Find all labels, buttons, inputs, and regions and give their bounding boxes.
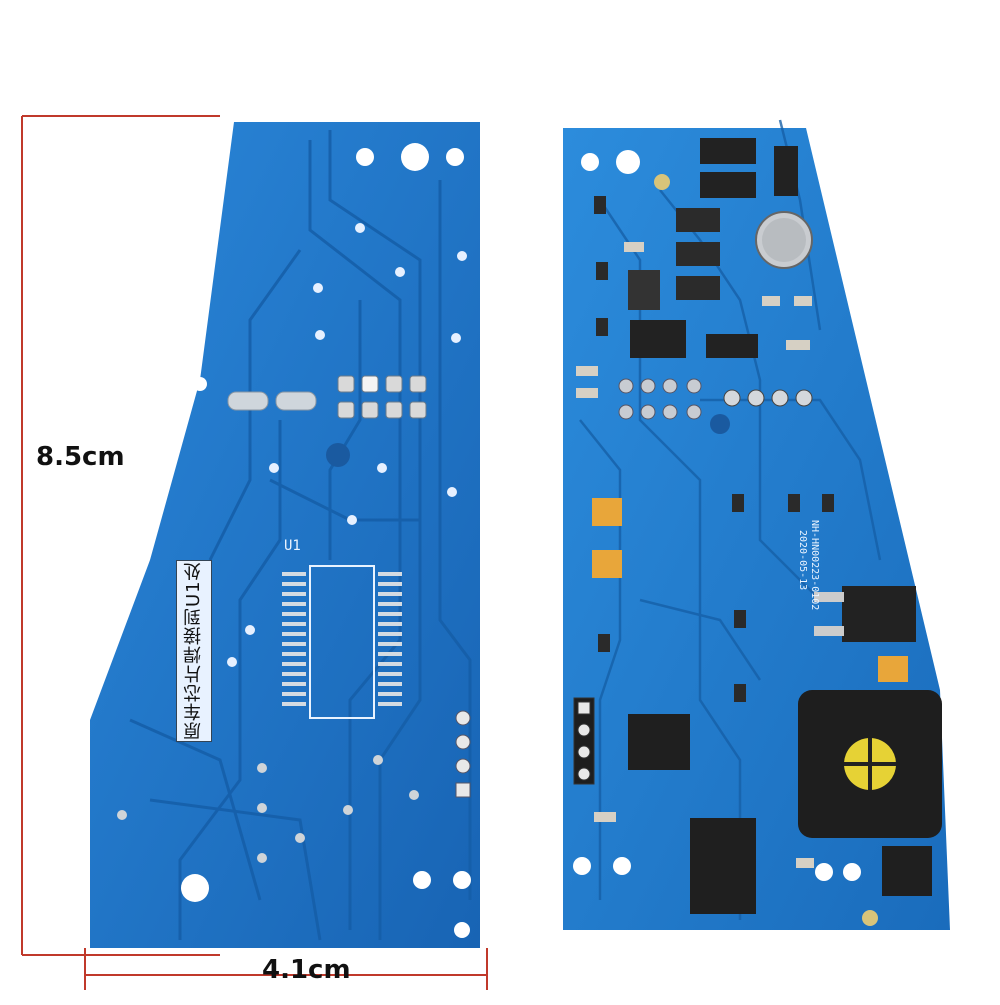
- chip-u5: [882, 846, 932, 896]
- capacitor-ce1: [755, 211, 813, 269]
- buzzer: [798, 690, 942, 838]
- board-id-label: NH-HN00223-0102: [809, 520, 820, 611]
- back-pcb-board: [90, 122, 480, 948]
- diode-tvs1: [700, 138, 756, 164]
- diode-tvs2: [700, 172, 756, 198]
- diode-d5: [774, 146, 798, 196]
- chip-note-label: 原车芯片焊接到U1处: [176, 560, 212, 742]
- board-date-label: 2020-05-13: [797, 530, 808, 591]
- chip-u3: [690, 818, 756, 914]
- height-dimension-label: 8.5cm: [36, 442, 125, 472]
- capacitor-c12: [592, 550, 622, 578]
- capacitor-c11: [592, 498, 622, 526]
- u1-silkscreen-label: U1: [284, 538, 301, 554]
- front-pcb-board: [563, 119, 950, 930]
- chip-u4: [628, 714, 690, 770]
- height-dimension: [21, 115, 220, 956]
- width-dimension-label: 4.1cm: [262, 955, 351, 985]
- regulator-q2: [814, 586, 916, 642]
- width-dimension: [84, 948, 488, 990]
- u1-footprint: [282, 565, 402, 719]
